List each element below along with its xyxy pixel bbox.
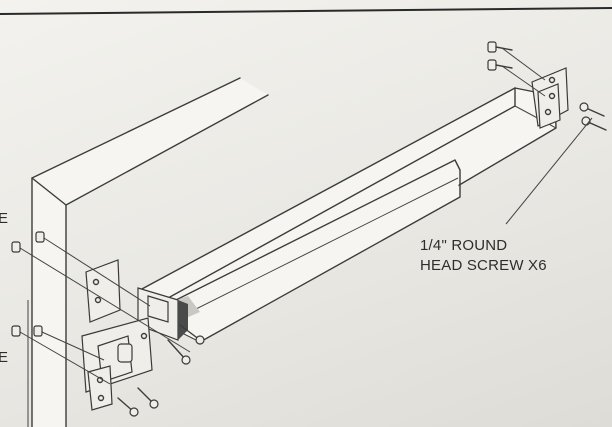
callout-leader <box>505 117 593 225</box>
screws <box>11 41 607 417</box>
screw-front-4 <box>137 387 159 409</box>
callout-text-line-2: HEAD SCREW X6 <box>420 257 547 274</box>
screw-rear-4 <box>581 116 607 131</box>
callout-text-line-1: 1/4" ROUND <box>420 237 508 254</box>
screw-left-4 <box>33 325 105 361</box>
screw-left-2 <box>35 231 151 307</box>
rear-bracket <box>531 67 569 129</box>
screw-front-3 <box>117 397 139 417</box>
edge-label-lower: E <box>0 349 9 366</box>
edge-label-upper: E <box>0 210 9 227</box>
top-rule <box>0 7 612 15</box>
screw-front-1 <box>167 339 191 365</box>
wall-panel <box>27 77 269 427</box>
screw-left-3 <box>11 325 111 385</box>
hinge-bracket <box>81 259 153 411</box>
screw-front-2 <box>179 324 205 345</box>
screw-rear-1 <box>487 41 546 81</box>
screw-rear-3 <box>579 102 605 117</box>
screw-rear-2 <box>487 59 546 97</box>
screw-left-1 <box>11 241 191 353</box>
